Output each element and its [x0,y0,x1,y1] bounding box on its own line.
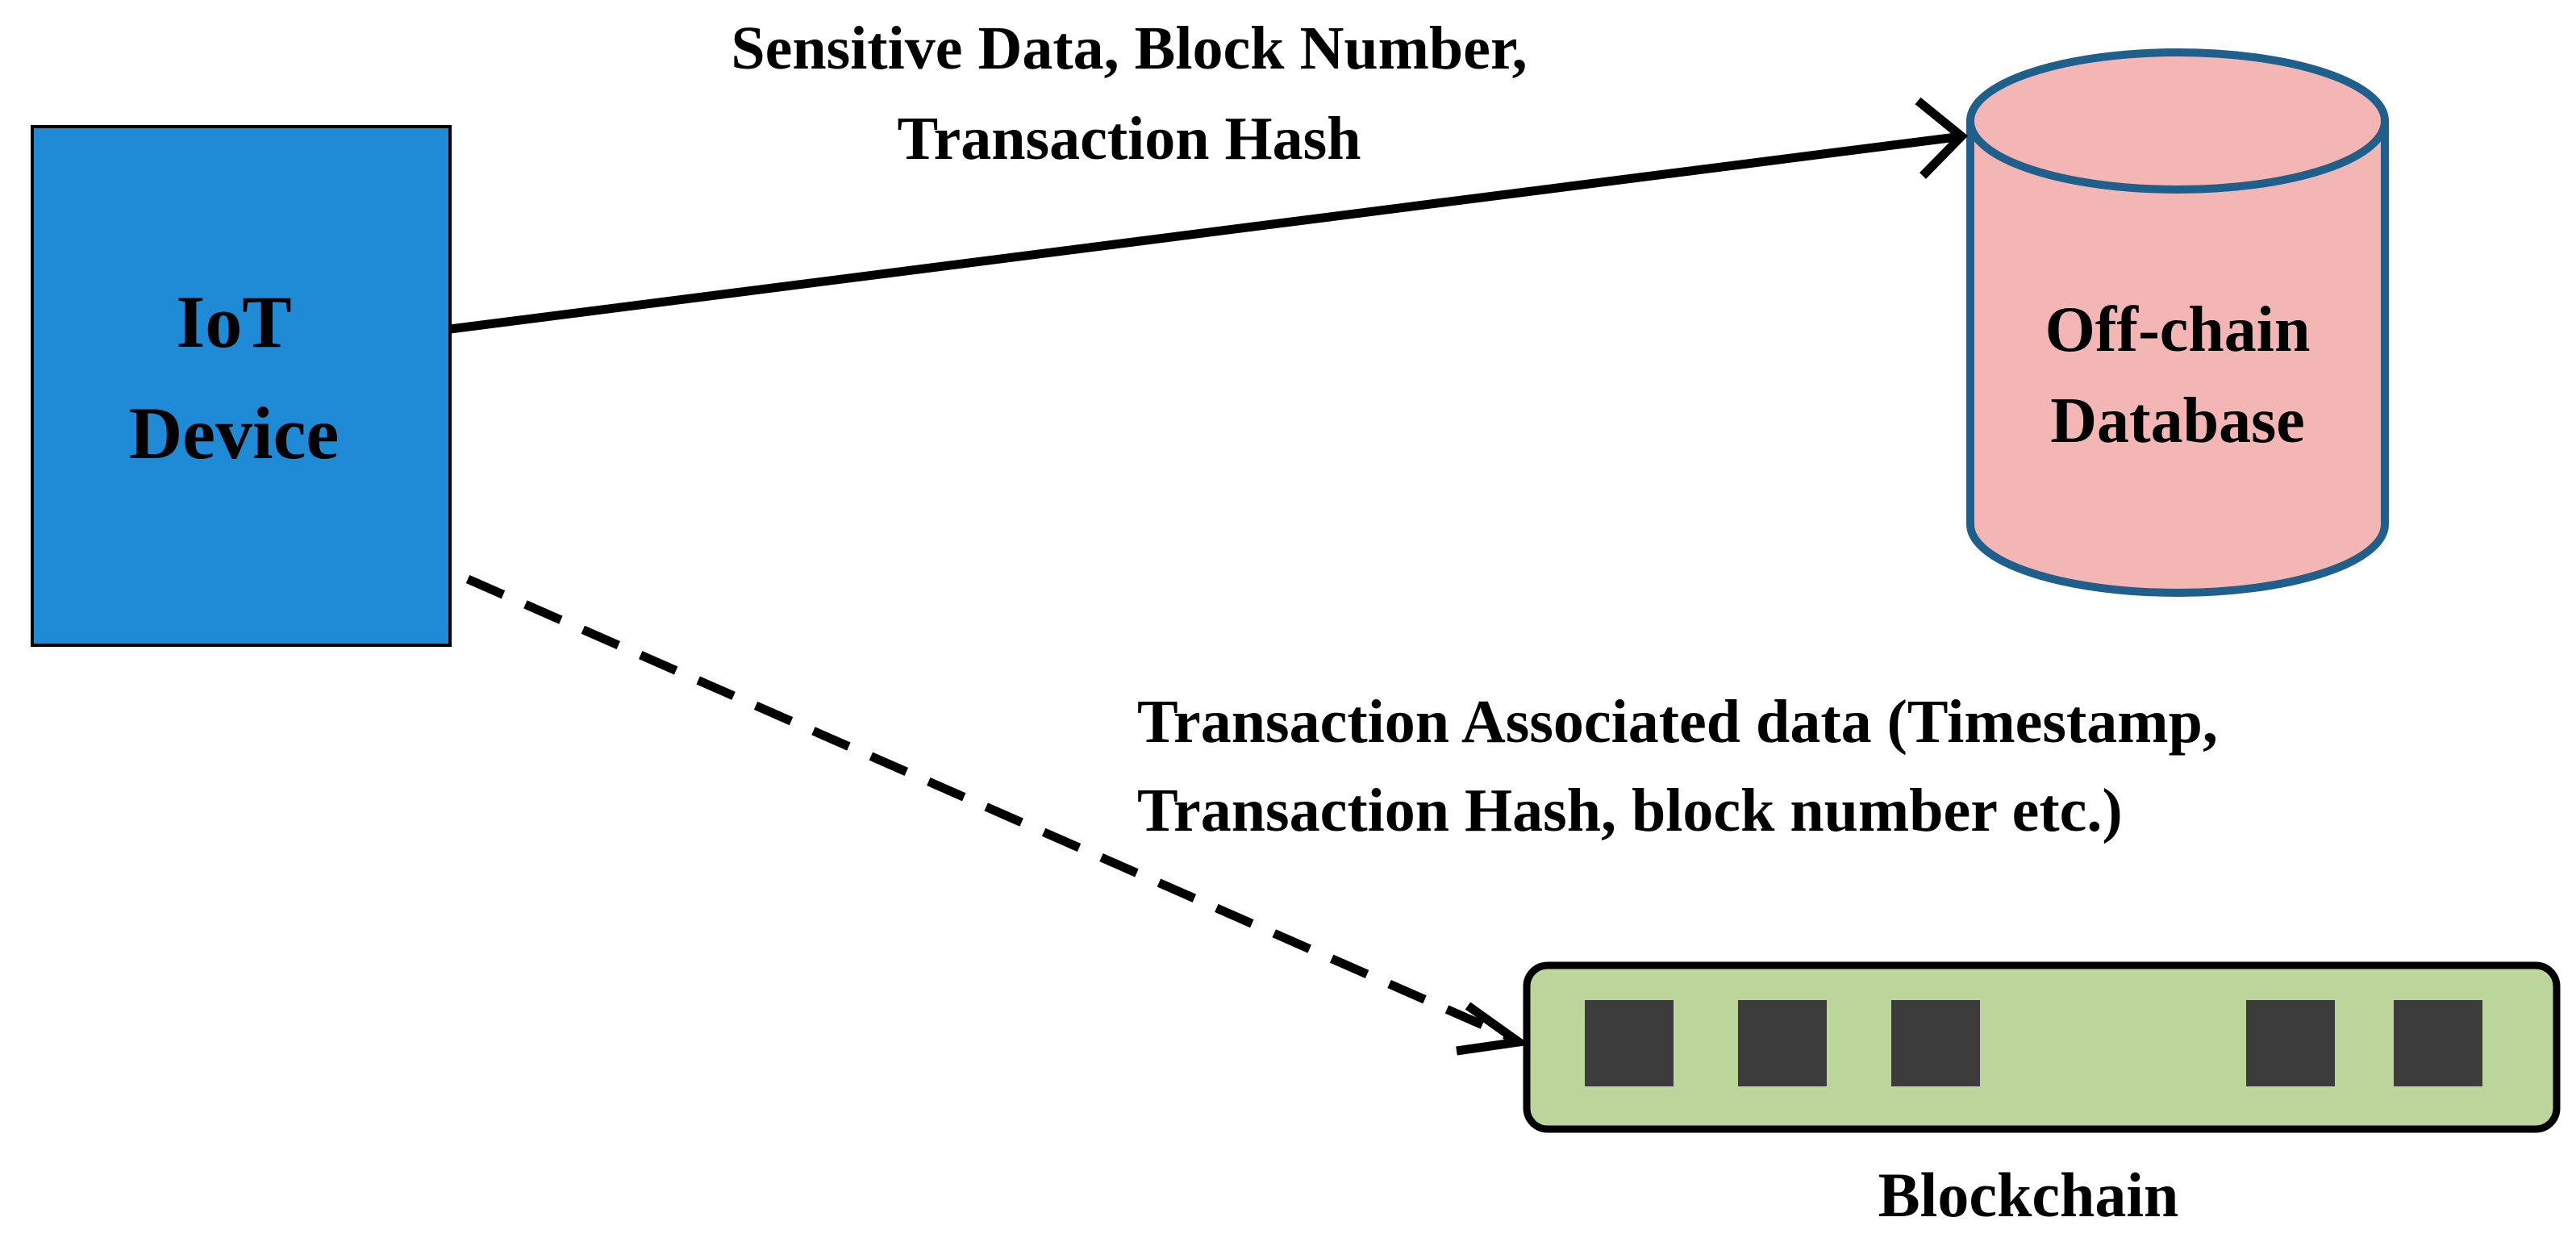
iot-device-label-line1: IoT [176,281,291,363]
blockchain-label: Blockchain [1878,1160,2179,1230]
block-4 [2246,1000,2335,1086]
iot-device-node: IoT Device [31,125,452,647]
blockchain-node: Blockchain [1523,961,2561,1230]
dashed-arrow-line [465,574,1515,1043]
edge-blockchain-label-line1: Transaction Associated data (Timestamp, [1137,688,2218,756]
solid-arrow-line [449,132,1957,334]
database-label-line2: Database [2050,386,2305,456]
edge-blockchain-label-line2: Transaction Hash, block number etc.) [1137,777,2123,844]
block-1 [1585,1000,1674,1086]
database-label-line1: Off-chain [2045,294,2311,365]
block-3 [1891,1000,1980,1086]
edge-device-to-blockchain: Transaction Associated data (Timestamp, … [465,574,2218,1056]
database-cylinder-top [1966,48,2389,194]
database-cylinder-body [1966,121,2389,597]
edge-database-label-line1: Sensitive Data, Block Number, [731,15,1527,82]
solid-arrow-head [1915,97,1969,179]
iot-device-label-line2: Device [129,392,340,474]
dashed-arrow-head [1456,1002,1531,1056]
iot-device-box [31,125,452,647]
edge-device-to-database: Sensitive Data, Block Number, Transactio… [449,15,1969,334]
edge-database-label-line2: Transaction Hash [897,105,1361,173]
database-node: Off-chain Database [1966,48,2389,597]
block-5 [2394,1000,2482,1086]
block-2 [1738,1000,1827,1086]
